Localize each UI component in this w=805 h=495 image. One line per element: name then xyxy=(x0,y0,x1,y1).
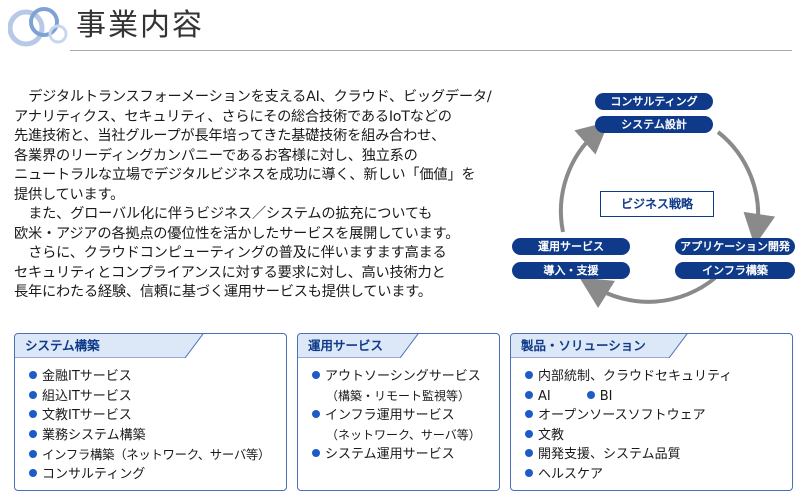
bullet-icon xyxy=(312,449,320,457)
bullet-icon xyxy=(29,468,37,477)
arrow-left-to-top xyxy=(558,121,610,233)
list-item: コンサルティング xyxy=(29,465,270,485)
bullet-icon xyxy=(525,371,533,379)
panel-ops-service: 運用サービス アウトソーシングサービス （構築・リモート監視等） インフラ運用サ… xyxy=(297,333,500,491)
business-cycle-diagram: コンサルティング システム設計 ビジネス戦略 アプリケーション開発 インフラ構築… xyxy=(505,90,805,320)
bullet-icon xyxy=(29,410,37,418)
list-item: 業務システム構築 xyxy=(29,426,270,446)
system-build-list: 金融ITサービス 組込ITサービス 文教ITサービス 業務システム構築 インフラ… xyxy=(29,367,270,484)
panel-title: 製品・ソリューション xyxy=(521,338,646,353)
cycle-arrows xyxy=(558,121,776,309)
bullet-icon xyxy=(586,390,595,399)
list-item-sub: （構築・リモート監視等） xyxy=(326,388,471,403)
list-item: 内部統制、クラウドセキュリティ xyxy=(525,367,732,387)
logo-rings-icon xyxy=(8,7,68,47)
list-item-sub: （ネットワーク、サーバ等） xyxy=(326,427,481,442)
bullet-icon xyxy=(525,429,533,438)
intro-line: 提供しています。 xyxy=(14,186,125,203)
bullet-icon xyxy=(29,390,37,399)
intro-line: セキュリティとコンプライアンスに対する要求に対し、高い技術力と xyxy=(14,264,446,281)
panel-title: システム構築 xyxy=(25,338,100,353)
list-item: 金融ITサービス xyxy=(29,367,270,387)
arrow-right-to-left xyxy=(579,276,717,309)
list-item: インフラ運用サービス xyxy=(312,406,481,426)
pill-consulting: コンサルティング xyxy=(595,93,713,110)
intro-paragraph-1: デジタルトランスフォーメーションを支えるAI、クラウド、ビッグデータ/ アナリテ… xyxy=(14,88,500,205)
arrow-top-to-right xyxy=(716,130,776,246)
intro-line: 各業界のリーディングカンパニーであるお客様に対し、独立系の xyxy=(14,147,418,164)
bullet-icon xyxy=(525,410,533,418)
list-item: 開発支援、システム品質 xyxy=(525,445,732,465)
center-business-strategy: ビジネス戦略 xyxy=(600,191,714,217)
list-item: 文教ITサービス xyxy=(29,406,270,426)
list-item: オープンソースソフトウェア xyxy=(525,406,732,426)
bullet-icon xyxy=(29,429,37,438)
intro-line: アナリティクス、セキュリティ、さらにその総合技術であるIoTなどの xyxy=(14,108,452,125)
intro-line: さらに、クラウドコンピューティングの普及に伴いますます高まる xyxy=(28,245,447,261)
intro-paragraph-3: さらに、クラウドコンピューティングの普及に伴いますます高まる セキュリティとコン… xyxy=(14,244,500,303)
pill-infra-build: インフラ構築 xyxy=(675,262,795,279)
list-item: アウトソーシングサービス xyxy=(312,367,481,387)
list-item: 文教 xyxy=(525,426,732,446)
pill-system-design: システム設計 xyxy=(595,116,713,133)
list-item: インフラ構築（ネットワーク、サーバ等） xyxy=(29,445,270,465)
bullet-icon xyxy=(312,371,320,379)
list-item: ヘルスケア xyxy=(525,465,732,485)
panel-system-build: システム構築 金融ITサービス 組込ITサービス 文教ITサービス 業務システム… xyxy=(14,333,287,491)
intro-line: 長年にわたる経験、信頼に基づく運用サービスも提供しています。 xyxy=(14,284,432,300)
intro-line: また、グローバル化に伴うビジネス／システムの拡充についても xyxy=(28,206,433,222)
bullet-icon xyxy=(525,449,533,457)
intro-line: 欧米・アジアの各拠点の優位性を活かしたサービスを展開しています。 xyxy=(14,225,460,242)
pill-intro-support: 導入・支援 xyxy=(512,262,630,279)
panel-title: 運用サービス xyxy=(308,338,384,353)
pill-ops-service: 運用サービス xyxy=(512,238,630,255)
title-divider xyxy=(70,50,792,51)
intro-line: デジタルトランスフォーメーションを支えるAI、クラウド、ビッグデータ/ xyxy=(28,89,492,105)
list-item: システム運用サービス xyxy=(312,445,481,465)
bullet-icon xyxy=(312,410,320,418)
page-title: 事業内容 xyxy=(76,8,204,43)
intro-line: 先進技術と、当社グループが長年培ってきた基礎技術を組み合わせ、 xyxy=(14,128,446,144)
intro-text: デジタルトランスフォーメーションを支えるAI、クラウド、ビッグデータ/ アナリテ… xyxy=(14,88,500,303)
bullet-icon xyxy=(525,468,533,477)
bullet-icon xyxy=(525,390,533,399)
pill-app-development: アプリケーション開発 xyxy=(675,238,795,255)
bullet-icon xyxy=(29,371,37,379)
bullet-icon xyxy=(29,450,37,458)
list-item: 組込ITサービス xyxy=(29,387,270,407)
intro-paragraph-2: また、グローバル化に伴うビジネス／システムの拡充についても 欧米・アジアの各拠点… xyxy=(14,205,500,244)
ops-service-list: アウトソーシングサービス （構築・リモート監視等） インフラ運用サービス （ネッ… xyxy=(312,367,481,465)
intro-line: ニュートラルな立場でデジタルビジネスを成功に導く、新しい「価値」を xyxy=(14,167,476,183)
